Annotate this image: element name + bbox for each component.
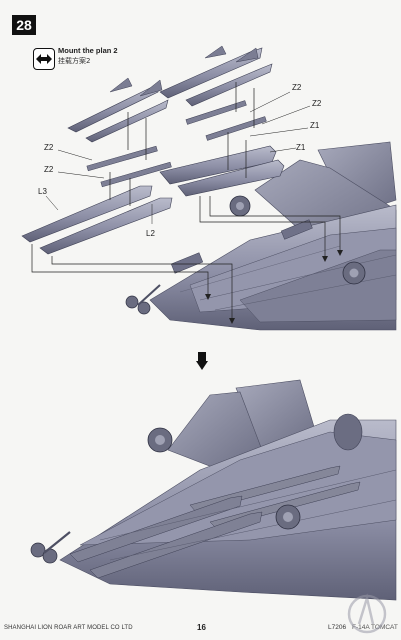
label-l3: L3 — [38, 187, 47, 196]
aircraft-lower — [30, 379, 397, 601]
launch-rails — [86, 100, 267, 188]
instruction-title: Mount the plan 2 — [58, 46, 118, 55]
footer-publisher: SHANGHAI LION ROAR ART MODEL CO LTD — [4, 625, 133, 631]
instruction-subtitle: 挂载方案2 — [58, 57, 91, 65]
watermark-logo-icon — [347, 593, 387, 634]
label-z2-a: Z2 — [292, 83, 302, 92]
pylon-assemblies — [21, 145, 285, 255]
missile-top-left — [67, 77, 169, 143]
kit-code: L7206 — [328, 624, 347, 631]
label-z1-b: Z1 — [296, 143, 306, 152]
page-number: 16 — [197, 623, 206, 632]
kit-name: F-14A TOMCAT — [352, 624, 398, 631]
double-arrow-icon — [33, 48, 55, 70]
label-z2-b: Z2 — [312, 99, 322, 108]
down-arrow-icon — [196, 352, 208, 370]
aircraft-upper — [125, 141, 397, 331]
step-number-badge: 28 — [12, 15, 36, 35]
label-z1-a: Z1 — [310, 121, 320, 130]
guide-lines — [31, 82, 341, 318]
label-l2: L2 — [146, 229, 155, 238]
missile-top-right — [159, 45, 273, 107]
label-z2-d: Z2 — [44, 165, 54, 174]
label-z2-c: Z2 — [44, 143, 54, 152]
